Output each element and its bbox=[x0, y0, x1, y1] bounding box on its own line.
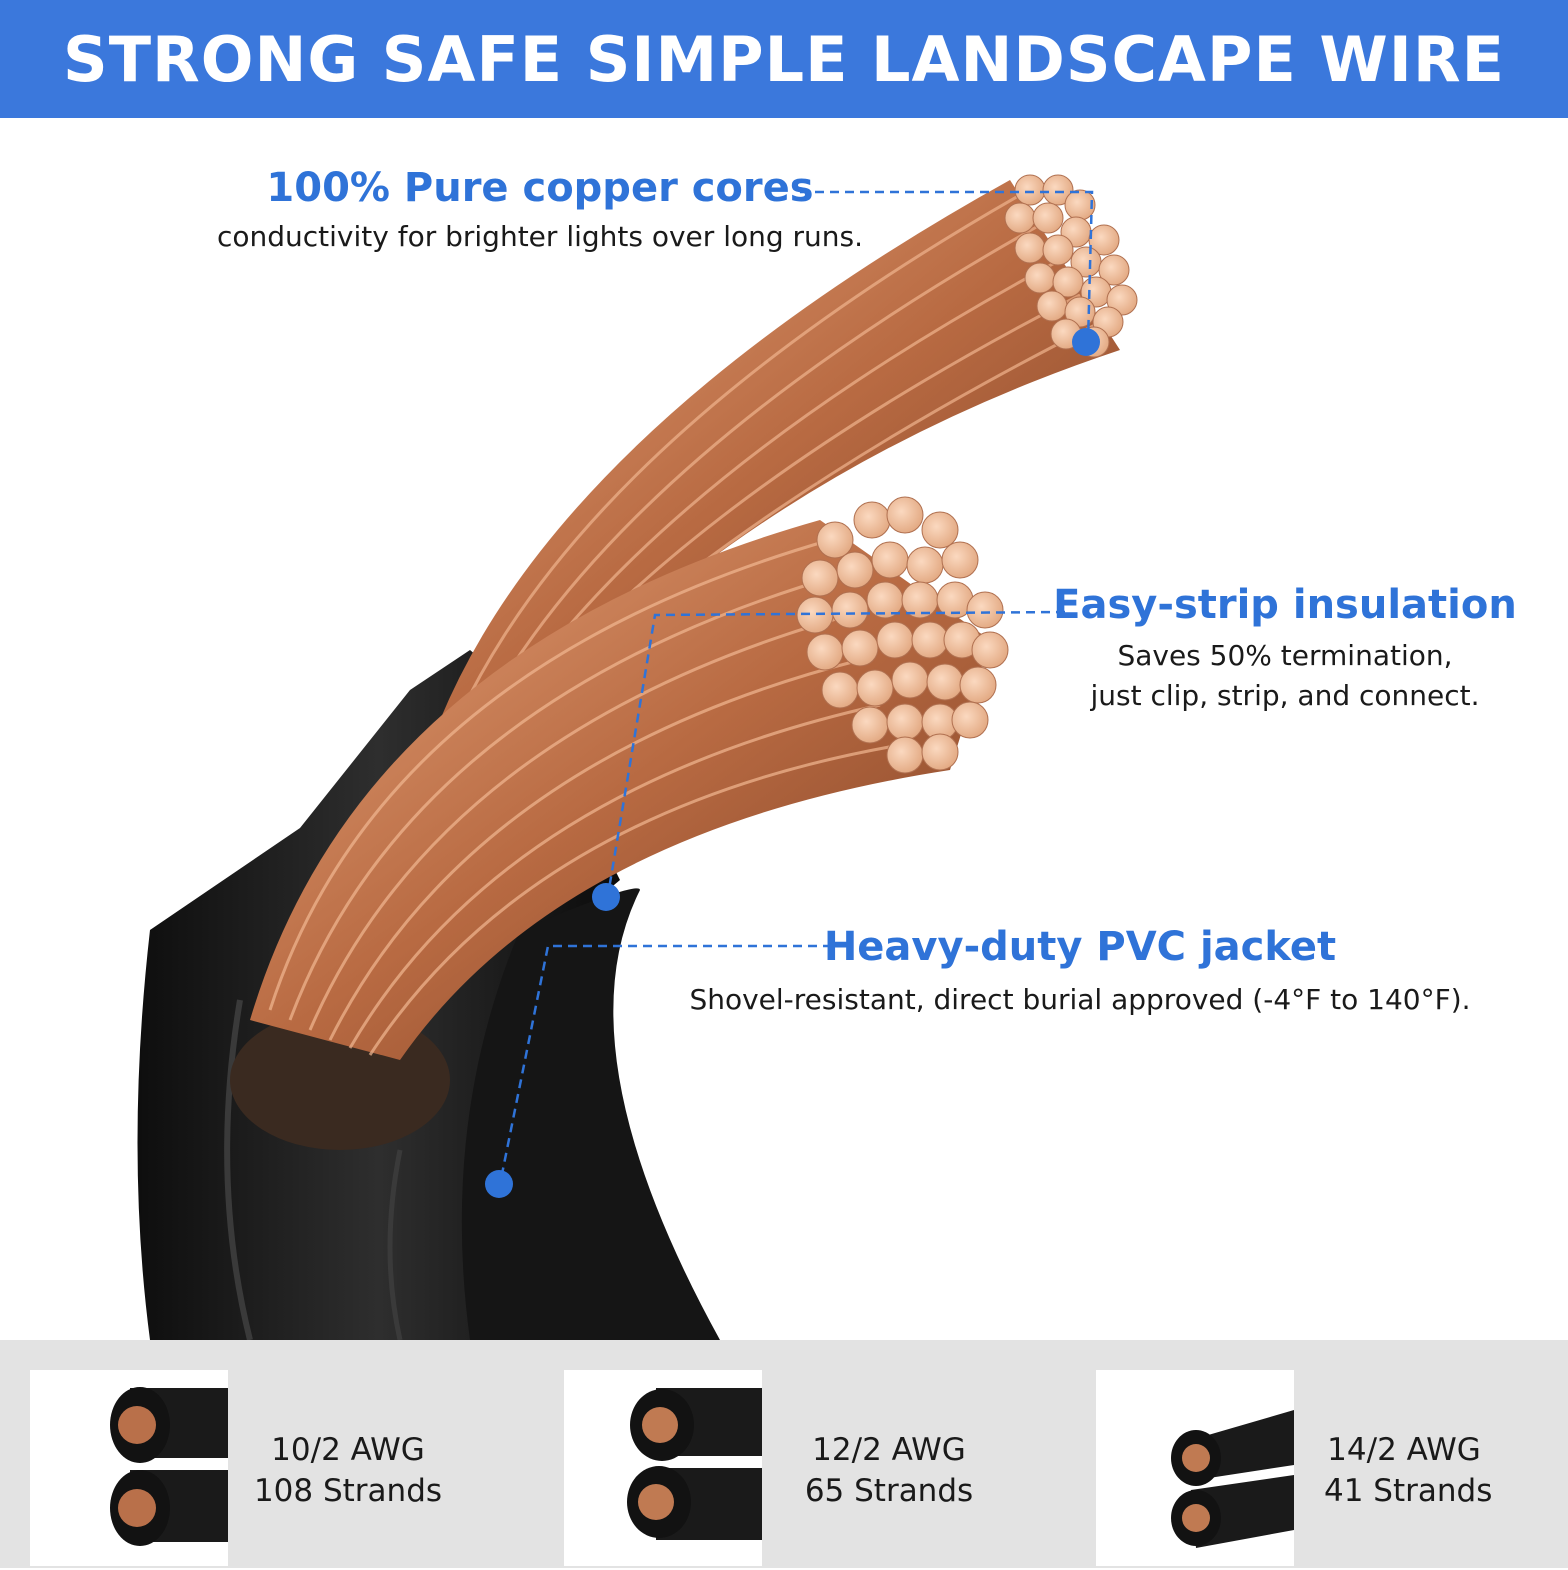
callout-copper-desc: conductivity for brighter lights over lo… bbox=[216, 220, 864, 253]
title-banner: STRONG SAFE SIMPLE LANDSCAPE WIRE bbox=[0, 0, 1568, 118]
callout-jacket-desc: Shovel-resistant, direct burial approved… bbox=[689, 983, 1471, 1016]
cable-cross-section-image bbox=[1096, 1370, 1294, 1566]
jacket-leader-line bbox=[498, 944, 832, 1185]
cable-cross-section-image bbox=[564, 1370, 762, 1566]
callout-copper-title: 100% Pure copper cores bbox=[266, 165, 814, 211]
spec-strands: 41 Strands bbox=[1324, 1473, 1493, 1509]
pvc-jacket-right-lobe bbox=[461, 888, 720, 1340]
lower-bundle-end bbox=[796, 496, 1009, 774]
spec-text: 10/2 AWG 108 Strands bbox=[248, 1430, 448, 1512]
callout-strip-title: Easy-strip insulation bbox=[1053, 582, 1517, 628]
spec-item-10awg: 10/2 AWG 108 Strands bbox=[30, 1370, 510, 1566]
spec-gauge: 14/2 AWG bbox=[1327, 1432, 1481, 1468]
spec-gauge: 10/2 AWG bbox=[271, 1432, 425, 1468]
spec-item-14awg: 14/2 AWG 41 Strands bbox=[1096, 1370, 1556, 1566]
banner-title: STRONG SAFE SIMPLE LANDSCAPE WIRE bbox=[63, 22, 1505, 96]
upper-bundle-end bbox=[1004, 174, 1138, 358]
spec-item-12awg: 12/2 AWG 65 Strands bbox=[564, 1370, 1044, 1566]
callout-jacket-title: Heavy-duty PVC jacket bbox=[823, 924, 1337, 970]
upper-copper-bundle bbox=[440, 180, 1120, 730]
spec-strands: 108 Strands bbox=[253, 1473, 443, 1509]
lower-copper-bundle bbox=[250, 520, 990, 1060]
cable-cross-section-image bbox=[30, 1370, 228, 1566]
cable-illustration bbox=[137, 174, 1138, 1340]
copper-leader-line bbox=[800, 190, 1094, 343]
spec-bar: 10/2 AWG 108 Strands 12/2 AWG 65 Strands bbox=[0, 1340, 1568, 1568]
callout-jacket: Heavy-duty PVC jacket Shovel-resistant, … bbox=[660, 924, 1500, 1020]
spec-gauge: 12/2 AWG bbox=[812, 1432, 966, 1468]
callout-strip: Easy-strip insulation Saves 50% terminat… bbox=[1050, 582, 1520, 716]
spec-text: 12/2 AWG 65 Strands bbox=[804, 1430, 974, 1512]
strip-leader-line bbox=[606, 610, 1066, 896]
jacket-marker-dot bbox=[485, 1170, 513, 1198]
spec-strands: 65 Strands bbox=[804, 1473, 974, 1509]
callout-copper: 100% Pure copper cores conductivity for … bbox=[200, 165, 880, 257]
copper-marker-dot bbox=[1072, 328, 1100, 356]
callout-strip-desc-2: just clip, strip, and connect. bbox=[1090, 679, 1480, 712]
strip-marker-dot bbox=[592, 883, 620, 911]
spec-text: 14/2 AWG 41 Strands bbox=[1324, 1430, 1493, 1512]
callout-strip-desc-1: Saves 50% termination, bbox=[1117, 639, 1453, 672]
